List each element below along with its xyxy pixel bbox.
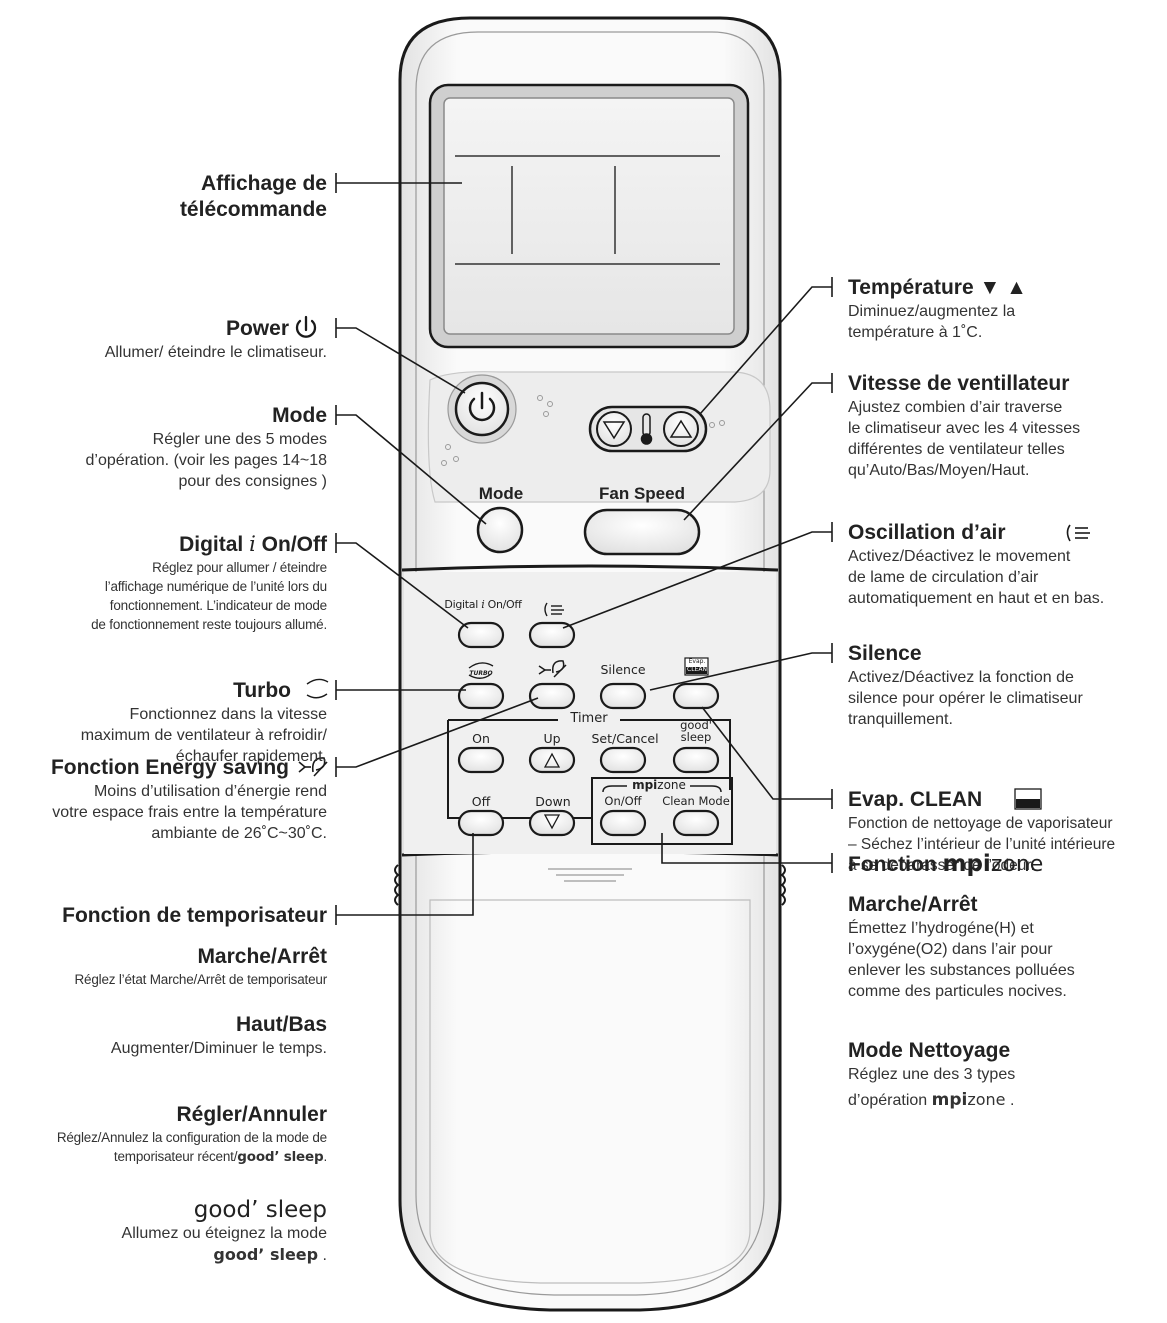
- callout-mode-nettoyage: Mode Nettoyage Réglez une des 3 types d’…: [848, 1039, 1016, 1110]
- evap-label: Evap.CLEAN: [687, 658, 707, 673]
- power-icon: [468, 391, 496, 422]
- callout-mode: Mode Régler une des 5 modes d’opération.…: [85, 404, 328, 490]
- up-label: Up: [543, 731, 561, 746]
- mpi-zone-label: mpizone: [632, 778, 686, 792]
- callout-good-sleep: good’ sleep Allumez ou éteignez la mode …: [121, 1197, 327, 1264]
- digital-onoff-label: Digital i On/Off: [444, 598, 522, 611]
- set-cancel-label: Set/Cancel: [591, 731, 659, 746]
- callout-affichage: Affichage de télécommande: [179, 172, 327, 221]
- energy-saving-icon-label: [298, 757, 328, 777]
- callout-regler: Régler/Annuler Réglez/Annulez la configu…: [56, 1103, 327, 1165]
- down-label: Down: [535, 794, 571, 809]
- leader-lines: [335, 173, 833, 925]
- energy-saving-icon: [538, 660, 567, 678]
- callout-evap: Evap. CLEAN Fonction de nettoyage de vap…: [848, 788, 1116, 874]
- timer-off-button[interactable]: [457, 809, 505, 837]
- clean-mode-button[interactable]: [672, 809, 720, 837]
- callout-energy: Fonction Energy saving Moins d’utilisati…: [50, 756, 327, 842]
- temp-up-button[interactable]: [663, 411, 699, 447]
- on-label: On: [472, 731, 490, 746]
- mode-label: Mode: [478, 484, 524, 503]
- timer-label: Timer: [570, 711, 608, 726]
- callout-timer-onoff: Marche/Arrêt Réglez l’état Marche/Arrêt …: [74, 945, 327, 987]
- timer-up-button[interactable]: [528, 746, 576, 774]
- callout-timer: Fonction de temporisateur: [62, 904, 327, 927]
- evap-clean-button[interactable]: [672, 682, 720, 710]
- callout-temperature: Température ▼ ▲ Diminuez/augmentez la te…: [848, 276, 1027, 341]
- air-swing-button[interactable]: [528, 621, 576, 649]
- power-icon-label: [295, 315, 317, 338]
- callout-vitesse: Vitesse de ventillateur Ajustez combien …: [848, 372, 1081, 479]
- temp-down-button[interactable]: [596, 411, 632, 447]
- silence-label: Silence: [600, 662, 646, 677]
- off-label: Off: [471, 794, 491, 809]
- air-swing-icon-label: [1066, 524, 1090, 542]
- digital-onoff-button[interactable]: [457, 621, 505, 649]
- turbo-button[interactable]: [457, 682, 505, 710]
- thermometer-icon: [640, 413, 653, 445]
- turbo-icon-text: TURBO: [469, 670, 493, 677]
- timer-down-button[interactable]: [528, 809, 576, 837]
- mpi-zone-onoff-button[interactable]: [599, 809, 647, 837]
- turbo-icon: [468, 662, 494, 679]
- callout-digital: Digital i On/Off Réglez pour allumer / é…: [91, 532, 327, 632]
- callout-haut-bas: Haut/Bas Augmenter/Diminuer le temps.: [110, 1013, 327, 1057]
- set-cancel-button[interactable]: [599, 746, 647, 774]
- callout-power: Power Allumer/ éteindre le climatiseur.: [104, 317, 327, 361]
- turbo-icon-label: [306, 678, 329, 699]
- zone-onoff-label: On/Off: [604, 794, 642, 808]
- evap-clean-icon-label: [1014, 788, 1042, 810]
- callout-silence: Silence Activez/Déactivez la fonction de…: [848, 642, 1083, 728]
- arrow-down-icon: [543, 814, 561, 830]
- mode-button[interactable]: [476, 506, 524, 554]
- decor-dots: [441, 395, 725, 466]
- evap-clean-icon: [684, 657, 709, 676]
- callout-oscillation: Oscillation d’air Activez/Déactivez le m…: [848, 521, 1105, 607]
- callout-turbo: Turbo Fonctionnez dans la vitesse maximu…: [80, 679, 327, 765]
- good-sleep-label: good'sleep: [680, 718, 712, 744]
- arrow-up-icon: [669, 419, 693, 438]
- remote-screen: [428, 83, 750, 349]
- callout-zone-onoff: Marche/Arrêt Émettez l’hydrogéne(H) et l…: [848, 893, 1075, 1000]
- arrow-up-icon: [543, 752, 561, 768]
- fan-speed-button[interactable]: [583, 508, 701, 556]
- energy-saving-button[interactable]: [528, 682, 576, 710]
- callout-mpi-zone: Fonction mpizone: [848, 851, 1044, 877]
- timer-on-button[interactable]: [457, 746, 505, 774]
- fan-speed-label: Fan Speed: [599, 484, 685, 503]
- clean-mode-label: Clean Mode: [662, 794, 730, 808]
- air-swing-icon: [544, 602, 564, 617]
- silence-button[interactable]: [599, 682, 647, 710]
- good-sleep-button[interactable]: [672, 746, 720, 774]
- arrow-down-icon: [602, 421, 626, 440]
